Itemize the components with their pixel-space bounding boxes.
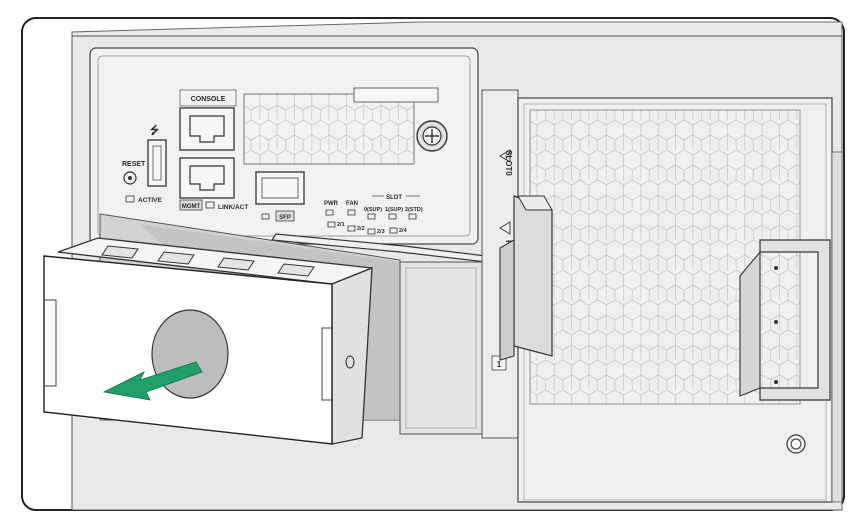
linkact-led xyxy=(205,201,215,209)
filler-screw xyxy=(345,355,355,369)
slot-led-2-4: 2/4 xyxy=(399,228,408,234)
fan-tag: 1 xyxy=(497,360,502,369)
mgmt-label: MGMT xyxy=(182,204,201,210)
fan-tray-handle[interactable] xyxy=(739,239,831,401)
active-led xyxy=(125,195,135,203)
slot-led-2-3: 2/3 xyxy=(377,229,385,235)
slot-side-label: SLOT0 xyxy=(504,150,513,176)
usb-icon: ⭍ xyxy=(150,124,160,137)
pwr-label: PWR xyxy=(324,201,339,207)
module-latch[interactable] xyxy=(499,195,553,361)
slot-led-2: 2(STD) xyxy=(405,207,423,213)
slot-led-1: 1(SUP) xyxy=(385,207,403,213)
slot-led-2-1: 2/1 xyxy=(337,222,345,228)
console-port[interactable] xyxy=(179,107,235,151)
filler-panel[interactable] xyxy=(43,237,373,445)
fan-label: FAN xyxy=(346,201,358,207)
status-led-group xyxy=(325,209,417,235)
fan-tray-screw[interactable] xyxy=(786,434,806,454)
linkact-label: LINK/ACT xyxy=(218,204,248,211)
slot-led-2-2: 2/2 xyxy=(357,226,365,232)
thumbscrew-icon[interactable] xyxy=(416,120,448,152)
sfp-port[interactable] xyxy=(255,171,305,205)
console-label: CONSOLE xyxy=(191,96,226,103)
sfp-led xyxy=(261,213,270,220)
mgmt-port[interactable] xyxy=(179,157,235,199)
sfp-label: SFP xyxy=(279,215,291,221)
reset-label: RESET xyxy=(122,161,146,168)
slot-label: SLOT xyxy=(386,195,402,201)
usb-port[interactable] xyxy=(147,139,167,187)
arrow-left-down-icon xyxy=(102,361,203,401)
active-label: ACTIVE xyxy=(138,197,163,204)
module-vent xyxy=(243,93,415,165)
slot-led-0: 0(SUP) xyxy=(364,207,382,213)
